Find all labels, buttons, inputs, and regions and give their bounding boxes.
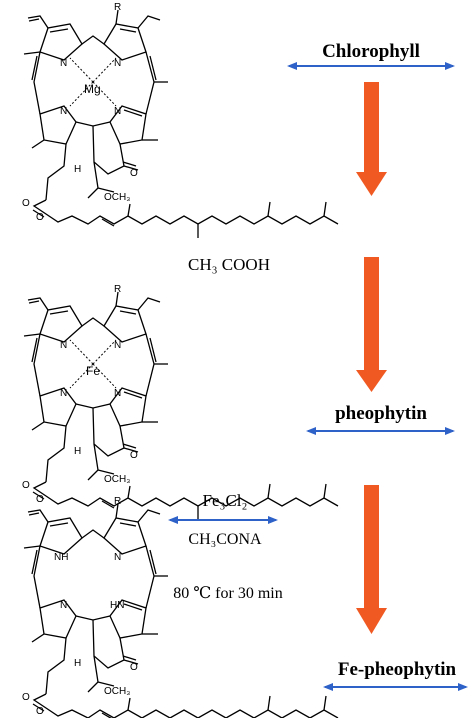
fe-complex-structure: Fe N N N N R O H OCH₃ O O — [22, 284, 339, 521]
reagent-sodium-acetate: CH₃CONA — [188, 531, 262, 548]
nh-atom-label: NH — [54, 552, 68, 563]
n-atom-label: N — [114, 106, 121, 117]
fe-pheophytin-label: Fe-pheophytin — [338, 659, 457, 680]
reaction-conditions: 80 ℃ for 30 min — [173, 585, 282, 602]
pheophytin-label: pheophytin — [335, 403, 427, 424]
r-group-label: R — [114, 496, 121, 507]
oxygen-label: O — [22, 692, 30, 703]
hn-atom-label: HN — [110, 600, 124, 611]
oxygen-label: O — [36, 706, 44, 717]
r-group-label: R — [114, 284, 121, 295]
reagent-iron-chloride: Fe₃Cl₂ — [203, 491, 248, 510]
n-atom-label: N — [114, 552, 121, 563]
hydrogen-label: H — [74, 446, 81, 457]
fe-atom-label: Fe — [86, 364, 100, 378]
pheophytin-structure: NH N N HN R O H OCH₃ O O — [22, 496, 339, 718]
n-atom-label: N — [60, 600, 67, 611]
chlorophyll-structure: Mg N N N N R O H OCH₃ O O — [22, 2, 339, 239]
r-group-label: R — [114, 2, 121, 13]
hydrogen-label: H — [74, 658, 81, 669]
down-arrow — [356, 257, 387, 392]
chlorophyll-label: Chlorophyll — [322, 41, 420, 62]
methoxy-label: OCH₃ — [104, 192, 130, 203]
n-atom-label: N — [114, 58, 121, 69]
n-atom-label: N — [114, 388, 121, 399]
n-atom-label: N — [114, 340, 121, 351]
oxygen-label: O — [130, 168, 138, 179]
oxygen-label: O — [22, 198, 30, 209]
oxygen-label: O — [36, 494, 44, 505]
down-arrow — [356, 485, 387, 634]
n-atom-label: N — [60, 388, 67, 399]
n-atom-label: N — [60, 106, 67, 117]
oxygen-label: O — [130, 662, 138, 673]
oxygen-label: O — [36, 212, 44, 223]
reagent-acetic-acid: CH₃ COOH — [188, 255, 270, 274]
hydrogen-label: H — [74, 164, 81, 175]
oxygen-label: O — [130, 450, 138, 461]
n-atom-label: N — [60, 340, 67, 351]
methoxy-label: OCH₃ — [104, 686, 130, 697]
down-arrow — [356, 82, 387, 196]
methoxy-label: OCH₃ — [104, 474, 130, 485]
mg-atom-label: Mg — [84, 82, 101, 96]
oxygen-label: O — [22, 480, 30, 491]
n-atom-label: N — [60, 58, 67, 69]
